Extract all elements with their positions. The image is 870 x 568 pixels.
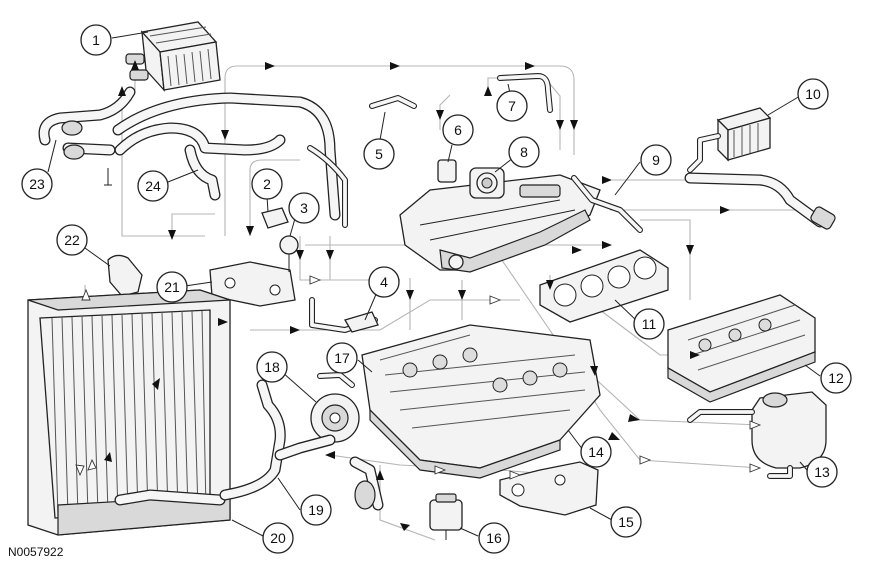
cylinder-head-right	[667, 294, 816, 403]
callout-19: 19	[300, 494, 332, 526]
callout-22: 22	[56, 224, 88, 256]
callout-16: 16	[478, 522, 510, 554]
degas-bottle	[687, 391, 827, 479]
callout-3: 3	[288, 192, 320, 224]
bypass-tube	[309, 297, 379, 333]
callout-9-label: 9	[652, 152, 660, 168]
callout-20-label: 20	[270, 530, 286, 546]
callout-1-label: 1	[92, 32, 100, 48]
callout-13-label: 13	[814, 464, 830, 480]
callout-9: 9	[640, 144, 672, 176]
callout-13: 13	[806, 456, 838, 488]
callout-3-label: 3	[300, 200, 308, 216]
coolant-outlet	[209, 207, 299, 307]
heater-core	[125, 21, 221, 92]
coolant-flow-arrows	[75, 60, 762, 531]
cylinder-head-gasket	[539, 249, 669, 323]
callout-24-label: 24	[145, 178, 161, 194]
lower-radiator-hose	[219, 379, 384, 511]
thermostat-housing	[499, 461, 599, 516]
callout-23: 23	[21, 168, 53, 200]
callout-15: 15	[610, 506, 642, 538]
callout-18: 18	[256, 351, 288, 383]
callout-17: 17	[326, 342, 358, 374]
callout-19-label: 19	[308, 502, 324, 518]
callout-22-label: 22	[64, 232, 80, 248]
callout-6: 6	[442, 114, 474, 146]
callout-2: 2	[251, 168, 283, 200]
coolant-tube	[571, 175, 643, 233]
callout-16-label: 16	[486, 530, 502, 546]
callout-14: 14	[580, 436, 612, 468]
bypass-hoses	[369, 73, 553, 113]
coolant-sensor	[429, 493, 463, 540]
callout-21: 21	[156, 271, 188, 303]
callout-11: 11	[633, 308, 665, 340]
callout-23-label: 23	[29, 176, 45, 192]
figure-reference-code: N0057922	[8, 545, 64, 559]
callout-leaders	[47, 31, 821, 537]
callout-4-label: 4	[380, 274, 388, 290]
callout-21-label: 21	[164, 279, 180, 295]
callout-6-label: 6	[454, 122, 462, 138]
callout-5-label: 5	[375, 146, 383, 162]
callout-10-label: 10	[805, 86, 821, 102]
callout-1: 1	[80, 24, 112, 56]
callout-18-label: 18	[264, 359, 280, 375]
engine-block	[361, 324, 601, 479]
callout-2-label: 2	[263, 176, 271, 192]
callout-12: 12	[820, 362, 852, 394]
callout-5: 5	[363, 138, 395, 170]
intake-manifold	[399, 159, 601, 273]
callout-7-label: 7	[508, 98, 516, 114]
callout-14-label: 14	[588, 444, 604, 460]
callout-8-label: 8	[520, 144, 528, 160]
radiator	[27, 289, 231, 536]
callout-12-label: 12	[828, 370, 844, 386]
callout-7: 7	[496, 90, 528, 122]
callout-8: 8	[508, 136, 540, 168]
callout-10: 10	[797, 78, 829, 110]
callout-17-label: 17	[334, 350, 350, 366]
callout-11-label: 11	[642, 316, 657, 332]
oil-cooler	[684, 107, 836, 230]
callout-24: 24	[137, 170, 169, 202]
callout-20: 20	[262, 522, 294, 554]
callout-15-label: 15	[618, 514, 634, 530]
radiator-cap	[107, 254, 143, 297]
heater-hoses	[38, 86, 348, 228]
water-pump	[310, 372, 360, 443]
callout-4: 4	[368, 266, 400, 298]
